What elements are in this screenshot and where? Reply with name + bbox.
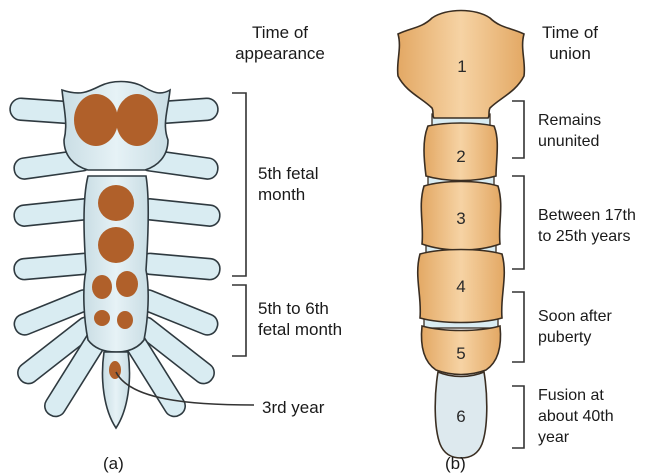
bracket-remains-ununited xyxy=(512,101,524,158)
panel-b-header: Time of union xyxy=(530,22,610,64)
ossification-center-body-1 xyxy=(98,185,134,221)
ossification-center-body-3b xyxy=(116,271,138,297)
ossification-center-manubrium-left xyxy=(74,94,118,146)
label-fusion-about-40th-year: Fusion at about 40th year xyxy=(538,385,614,448)
ossification-center-body-2 xyxy=(98,227,134,263)
bracket-17th-25th-years xyxy=(512,176,524,269)
label-soon-after-puberty: Soon after puberty xyxy=(538,306,612,348)
panel-a-header: Time of appearance xyxy=(205,22,355,64)
segment-number-4: 4 xyxy=(441,277,481,297)
label-remains-ununited: Remains ununited xyxy=(538,110,601,152)
caption-a: (a) xyxy=(103,454,124,474)
leader-3rd-year xyxy=(116,372,254,405)
bracket-soon-after-puberty xyxy=(512,292,524,362)
segment-number-1: 1 xyxy=(442,57,482,77)
bracket-5th-6th-fetal-month xyxy=(232,285,246,356)
ossification-center-body-3a xyxy=(92,275,112,299)
rib-right-3 xyxy=(139,198,221,227)
label-between-17th-25th-years: Between 17th to 25th years xyxy=(538,205,636,247)
segment-number-6: 6 xyxy=(441,407,481,427)
ossification-center-body-4a xyxy=(94,310,110,326)
rib-right-4 xyxy=(139,253,221,281)
label-3rd-year: 3rd year xyxy=(262,397,324,418)
bracket-fusion-40th-year xyxy=(512,386,524,448)
ossification-center-manubrium-right xyxy=(116,94,158,146)
rib-left-4 xyxy=(13,253,95,281)
label-5th-to-6th-fetal-month: 5th to 6th fetal month xyxy=(258,298,342,340)
caption-b: (b) xyxy=(445,454,466,474)
rib-left-3 xyxy=(13,198,95,227)
panel-b-brackets xyxy=(512,101,524,448)
ossification-center-body-4b xyxy=(117,311,133,329)
segment-number-3: 3 xyxy=(441,209,481,229)
bracket-5th-fetal-month xyxy=(232,93,246,276)
segment-number-2: 2 xyxy=(441,147,481,167)
segment-number-5: 5 xyxy=(441,344,481,364)
label-5th-fetal-month: 5th fetal month xyxy=(258,163,319,205)
